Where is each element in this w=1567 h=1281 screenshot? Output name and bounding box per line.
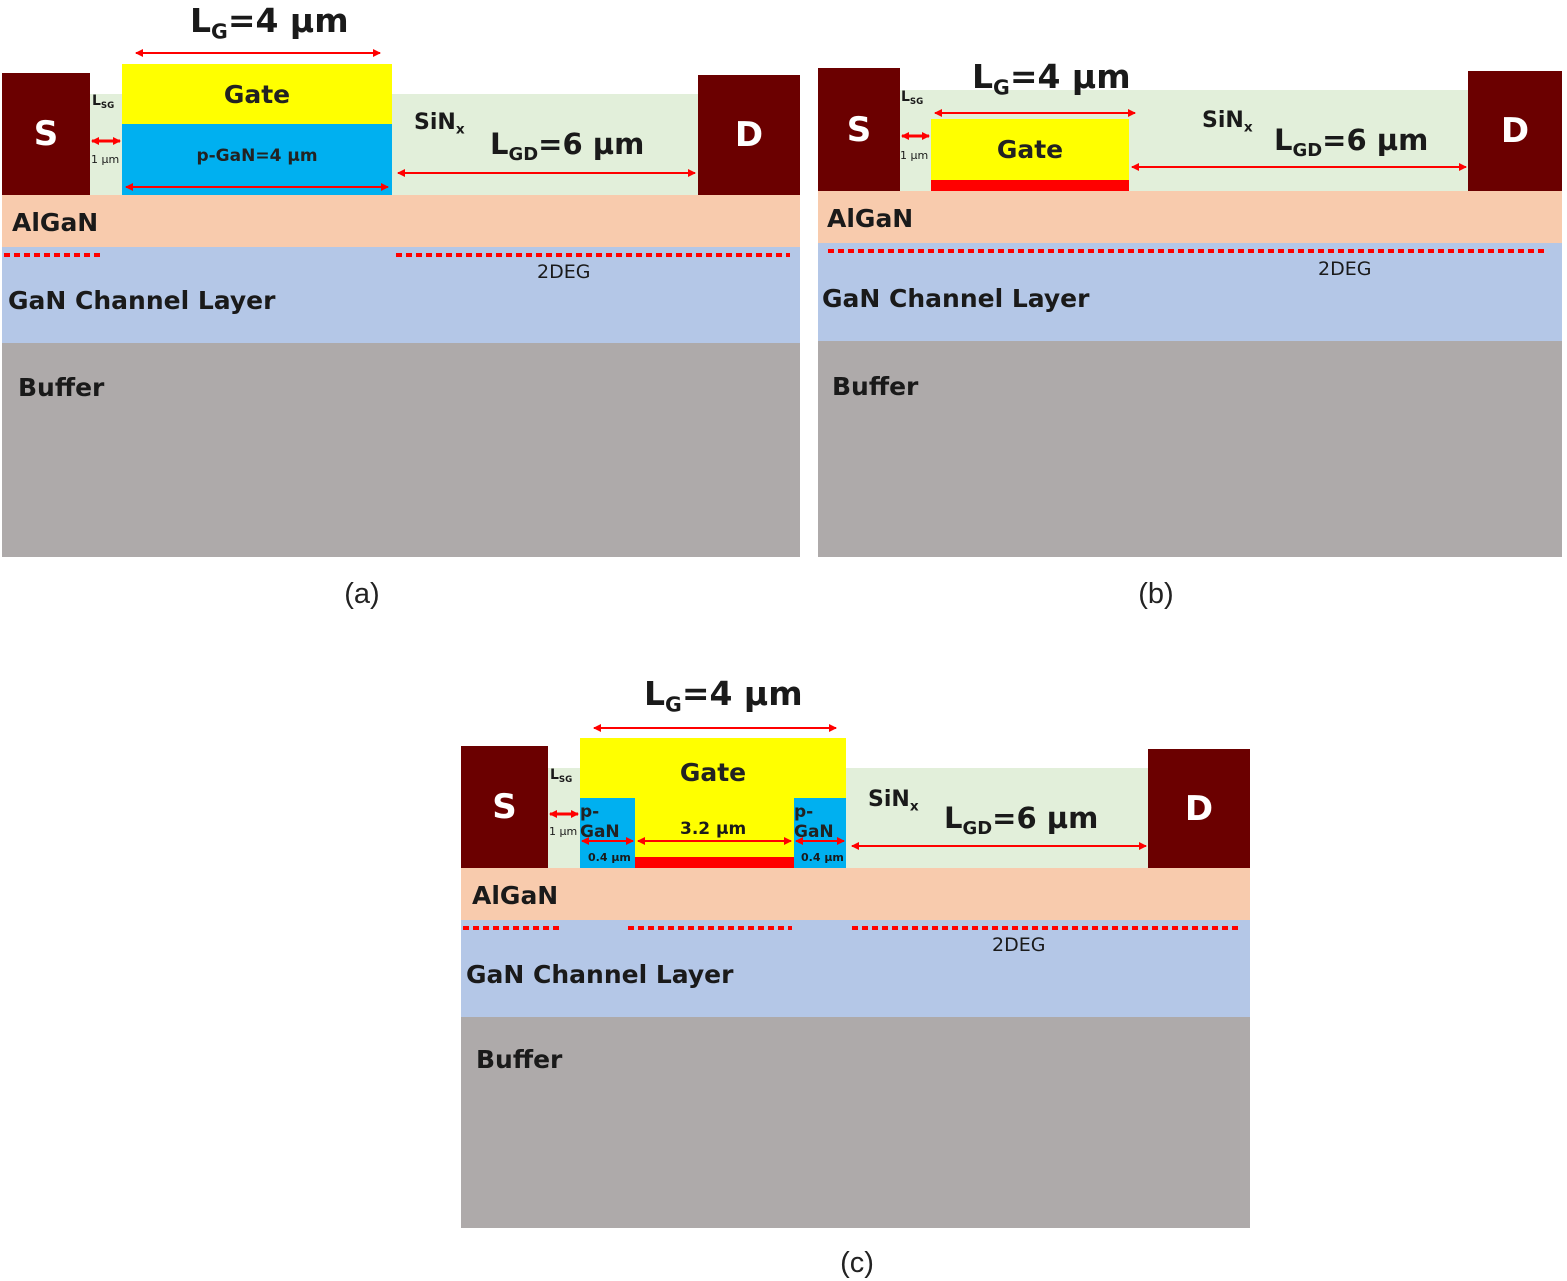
lsg-label: LSG: [901, 89, 924, 107]
caption-c: (c): [840, 1247, 874, 1279]
gan-channel-layer: [2, 247, 800, 343]
caption-a: (a): [344, 578, 380, 610]
drain-electrode: D: [1148, 749, 1250, 868]
pgan-right-width-label: 0.4 µm: [801, 851, 844, 864]
algan-label: AlGaN: [827, 204, 914, 233]
buffer-layer: [818, 341, 1562, 557]
buffer-label: Buffer: [832, 372, 919, 401]
gate-metal: Gate: [122, 64, 392, 124]
source-electrode: S: [818, 68, 900, 191]
pgan-left-width-label: 0.4 µm: [588, 851, 631, 864]
gan-channel-label: GaN Channel Layer: [466, 960, 734, 989]
2deg-label: 2DEG: [992, 934, 1046, 956]
algan-layer: [2, 195, 800, 247]
gan-channel-layer: [818, 243, 1562, 341]
lsg-value: 1 µm: [91, 153, 120, 166]
algan-label: AlGaN: [472, 881, 559, 910]
buffer-label: Buffer: [476, 1045, 563, 1074]
buffer-layer: [2, 343, 800, 557]
algan-layer: [461, 868, 1250, 920]
gan-channel-label: GaN Channel Layer: [8, 286, 276, 315]
lg-label: LG=4 µm: [644, 674, 803, 717]
panel-b: S D Gate LG=4 µm LGD=6 µm SiNx LSG 1 µm …: [0, 0, 1567, 610]
lsg-value: 1 µm: [900, 149, 929, 162]
gan-channel-layer: [461, 920, 1250, 1017]
sinx-label: SiNx: [868, 787, 919, 815]
gan-channel-label: GaN Channel Layer: [822, 284, 1090, 313]
sinx-label: SiNx: [1202, 108, 1253, 136]
sinx-label: SiNx: [414, 110, 465, 138]
lsg-label: LSG: [92, 93, 115, 111]
buffer-label: Buffer: [18, 373, 105, 402]
center-width-label: 3.2 µm: [680, 819, 747, 839]
2deg-label: 2DEG: [1318, 258, 1372, 280]
lsg-value: 1 µm: [549, 825, 578, 838]
lg-label: LG=4 µm: [190, 1, 349, 44]
lgd-label: LGD=6 µm: [1274, 123, 1429, 161]
gate-interface-layer: [635, 857, 794, 868]
source-electrode: S: [461, 746, 548, 868]
lgd-label: LGD=6 µm: [944, 801, 1099, 839]
lg-label: LG=4 µm: [972, 57, 1131, 100]
lgd-label: LGD=6 µm: [490, 127, 645, 165]
caption-b: (b): [1138, 578, 1174, 610]
dimension-arrows: [828, 109, 1544, 253]
panel-a: S D Gate p-GaN=4 µm LG=4 µm LGD=6 µm SiN…: [0, 0, 810, 610]
drain-electrode: D: [1468, 71, 1562, 191]
drain-electrode: D: [698, 75, 800, 195]
algan-layer: [818, 191, 1562, 243]
source-electrode: S: [2, 73, 90, 195]
2deg-label: 2DEG: [537, 261, 591, 283]
p-gan-left: p-GaN: [580, 798, 635, 868]
gate-metal: Gate: [931, 119, 1129, 180]
lsg-label: LSG: [550, 767, 573, 785]
dimension-arrows: [4, 49, 790, 257]
gate-interface-layer: [931, 180, 1129, 191]
buffer-layer: [461, 1017, 1250, 1228]
algan-label: AlGaN: [12, 208, 99, 237]
